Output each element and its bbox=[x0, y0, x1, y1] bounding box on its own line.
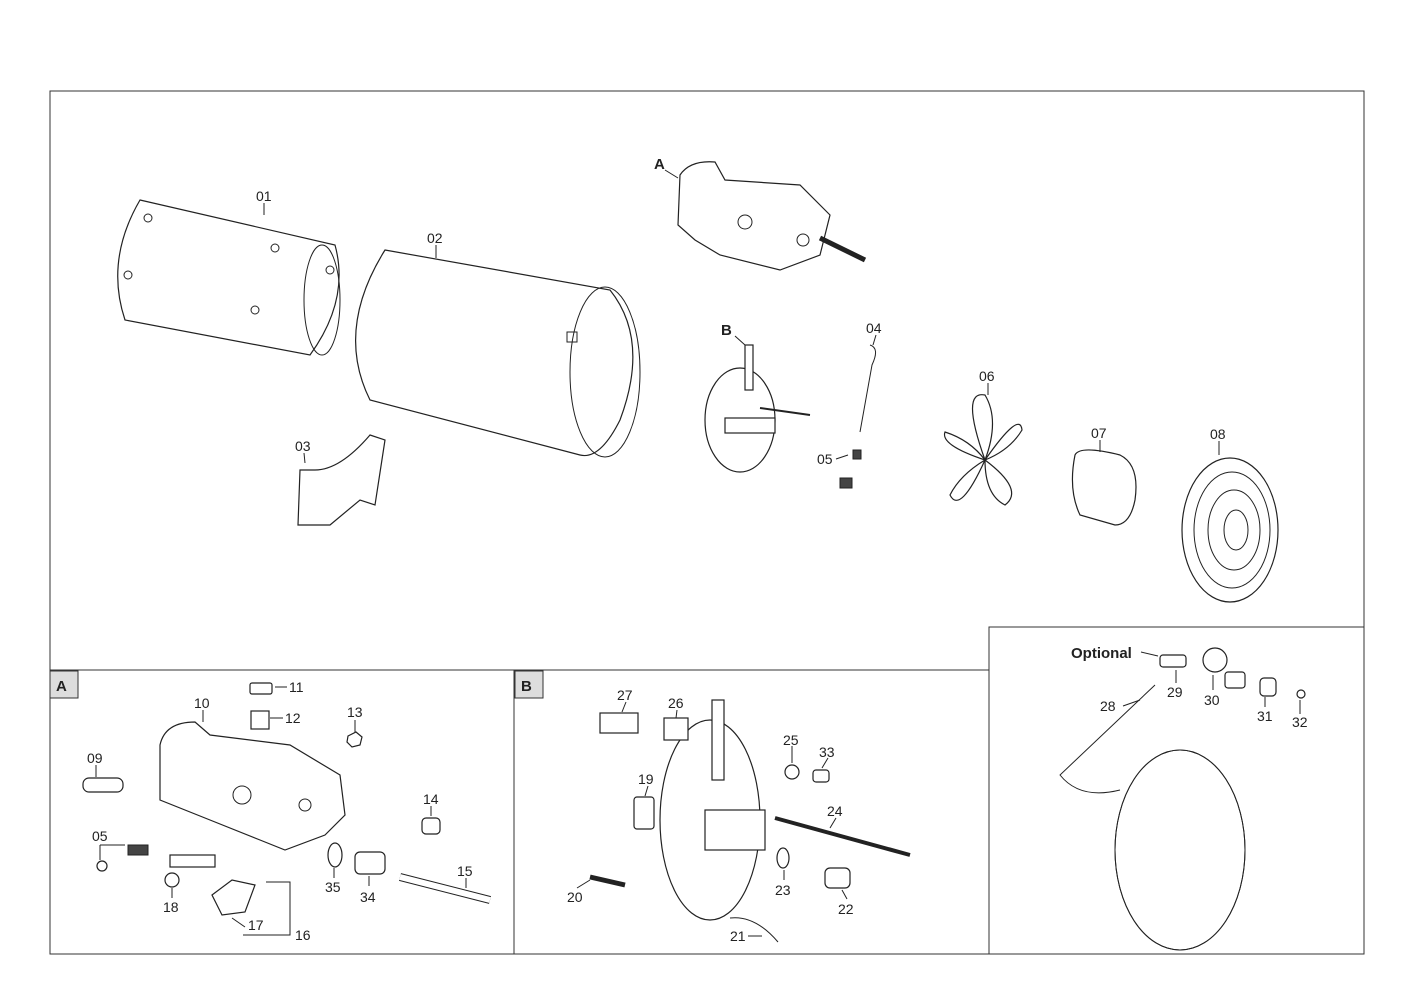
label-03: 03 bbox=[295, 438, 311, 454]
part-24-electrode bbox=[774, 816, 911, 857]
label-35: 35 bbox=[325, 879, 341, 895]
part-21-tube bbox=[729, 917, 779, 943]
part-09-connector bbox=[82, 777, 124, 793]
part-04-tube bbox=[859, 344, 876, 433]
label-23: 23 bbox=[775, 882, 791, 898]
part-26-clip bbox=[663, 717, 689, 741]
label-25: 25 bbox=[783, 732, 799, 748]
part-34-gland bbox=[354, 851, 386, 875]
label-31: 31 bbox=[1257, 708, 1273, 724]
part-11-switch-cap bbox=[249, 682, 273, 695]
part-10-housing bbox=[159, 721, 346, 851]
part-06-fan-blade bbox=[943, 394, 1023, 506]
label-32: 32 bbox=[1292, 714, 1308, 730]
label-04: 04 bbox=[866, 320, 882, 336]
part-19-connector bbox=[633, 796, 655, 830]
burner-plate bbox=[659, 699, 766, 921]
part-02-combustion-chamber bbox=[355, 249, 641, 458]
leader-lines-b bbox=[576, 701, 848, 937]
part-28-gas-hose bbox=[1059, 684, 1246, 951]
part-08-fan-guard bbox=[1181, 457, 1279, 603]
panel-b-tag bbox=[514, 670, 544, 699]
label-19: 19 bbox=[638, 771, 654, 787]
callout-b: B bbox=[721, 322, 732, 339]
part-18-tee bbox=[164, 854, 216, 888]
part-22-fitting bbox=[824, 867, 851, 889]
label-14: 14 bbox=[423, 791, 439, 807]
part-32-washer bbox=[1296, 689, 1306, 699]
part-25-washer bbox=[784, 764, 800, 780]
panel-a-title: A bbox=[56, 678, 67, 695]
label-01: 01 bbox=[256, 188, 272, 204]
label-26: 26 bbox=[668, 695, 684, 711]
label-20: 20 bbox=[567, 889, 583, 905]
assembly-b-burner-plate bbox=[704, 344, 811, 473]
label-05: 05 bbox=[817, 451, 833, 467]
diagram-frame bbox=[49, 90, 1365, 955]
label-34: 34 bbox=[360, 889, 376, 905]
label-24: 24 bbox=[827, 803, 843, 819]
leader-lines-a bbox=[95, 686, 467, 936]
panel-b-title: B bbox=[521, 678, 532, 695]
part-05-fittings bbox=[839, 449, 862, 489]
part-20-igniter bbox=[589, 874, 626, 888]
label-21: 21 bbox=[730, 928, 746, 944]
part-29-fitting bbox=[1159, 654, 1187, 668]
part-23-ring bbox=[776, 847, 790, 869]
label-30: 30 bbox=[1204, 692, 1220, 708]
part-13-nut bbox=[346, 731, 363, 748]
label-13: 13 bbox=[347, 704, 363, 720]
label-27: 27 bbox=[617, 687, 633, 703]
part-03-support-bracket bbox=[297, 434, 386, 526]
label-28: 28 bbox=[1100, 698, 1116, 714]
part-30-regulator bbox=[1202, 647, 1246, 689]
label-02: 02 bbox=[427, 230, 443, 246]
assembly-a-housing bbox=[677, 161, 867, 271]
part-31-adapter bbox=[1259, 677, 1277, 697]
label-08: 08 bbox=[1210, 426, 1226, 442]
part-17-solenoid bbox=[211, 879, 256, 916]
label-11: 11 bbox=[289, 679, 304, 695]
part-33-bush bbox=[812, 769, 830, 783]
label-09: 09 bbox=[87, 750, 103, 766]
label-22: 22 bbox=[838, 901, 854, 917]
label-33: 33 bbox=[819, 744, 835, 760]
label-18: 18 bbox=[163, 899, 179, 915]
leader-lines-optional bbox=[1122, 651, 1301, 714]
part-35-nut bbox=[327, 842, 343, 868]
part-12-switch bbox=[250, 710, 270, 730]
optional-title: Optional bbox=[1071, 645, 1132, 662]
optional-panel-frame bbox=[988, 626, 1364, 954]
callout-a: A bbox=[654, 156, 665, 173]
label-10: 10 bbox=[194, 695, 210, 711]
label-05-a: 05 bbox=[92, 828, 108, 844]
label-17: 17 bbox=[248, 917, 264, 933]
part-14-fitting bbox=[421, 817, 441, 835]
leader-lines bbox=[263, 169, 1220, 464]
label-06: 06 bbox=[979, 368, 995, 384]
panel-a-tag bbox=[49, 670, 79, 699]
label-15: 15 bbox=[457, 863, 473, 879]
label-29: 29 bbox=[1167, 684, 1183, 700]
label-16: 16 bbox=[295, 927, 311, 943]
label-07: 07 bbox=[1091, 425, 1107, 441]
part-27-bracket bbox=[599, 712, 639, 734]
part-05-fittings-a bbox=[96, 844, 149, 872]
part-07-motor bbox=[1071, 449, 1137, 526]
label-12: 12 bbox=[285, 710, 301, 726]
part-01-rear-casing bbox=[117, 199, 341, 356]
